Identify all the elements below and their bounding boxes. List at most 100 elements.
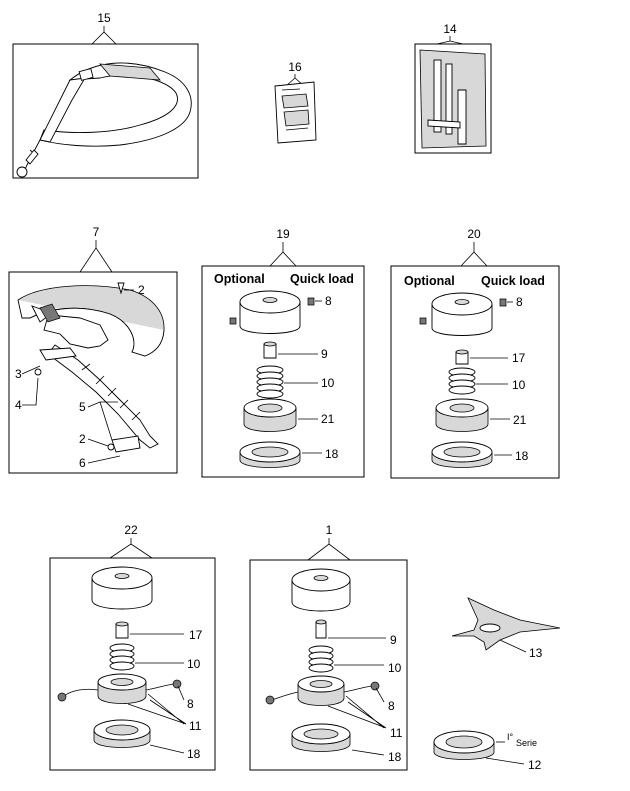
box-15 [12,43,199,179]
leader-14 [436,36,464,45]
part-number-13: 13 [529,646,543,660]
header-optional-19: Optional [214,272,265,286]
leader-22 [109,538,153,559]
spool-with-line-g22 [57,673,182,704]
leader-18-g22 [149,744,185,754]
spring-10-g20 [448,367,476,395]
leader-19 [269,242,297,267]
part-number-16: 16 [288,60,302,74]
base-18-g22 [93,719,151,748]
part-number-8-g20: 8 [516,295,523,309]
nut-9-g1 [315,621,327,639]
leader-11-g22 [127,693,187,725]
part-number-12: 12 [528,758,542,772]
part-number-10-g22: 10 [187,657,201,671]
part-number-6: 6 [79,456,86,470]
part-number-2-top: 2 [138,283,145,297]
leader-2b [87,438,109,447]
leader-11-g1 [327,695,387,729]
part-number-18-g1: 18 [388,750,402,764]
spring-10-g22 [109,643,135,671]
base-18-g19 [239,441,301,468]
part-number-7: 7 [93,225,100,239]
spring-10-g1 [308,645,334,673]
part-number-4: 4 [15,398,22,412]
tool-set-part [419,49,487,149]
leader-4 [22,377,39,406]
screw-2a [117,282,125,295]
part-number-18-g20: 18 [515,449,529,463]
part-number-10-g1: 10 [388,661,402,675]
button-knob-8-19 [307,297,315,306]
guard-part [17,285,165,453]
box-7 [8,271,178,474]
part-number-11-g22: 11 [189,719,202,733]
leader-6 [87,455,121,464]
part-number-8-g1: 8 [388,699,395,713]
shoulder-strap-part [16,62,192,178]
group-20-head: 20 Optional Quick load 8 17 10 [390,227,560,479]
part-number-8-g22: 8 [187,697,194,711]
part-number-8-g19: 8 [325,294,332,308]
box-14 [414,43,492,154]
part-number-15: 15 [97,11,111,25]
button-knob-20 [419,317,427,325]
part-number-11-g1: 11 [390,726,403,740]
part-number-2-bottom: 2 [79,432,86,446]
part-13-blade: 13 [451,597,561,660]
part-number-18-g19: 18 [325,447,339,461]
spool-with-line-g1 [265,675,380,706]
part-number-5: 5 [79,400,86,414]
part-number-14: 14 [443,22,457,36]
part-number-1: 1 [326,523,333,537]
header-quick-load-19: Quick load [290,272,354,286]
part-number-19: 19 [276,227,290,241]
manual-part [274,81,317,144]
part-12-flange: I° Serie 12 [433,730,542,772]
leader-15 [91,26,117,45]
spool-cover-19 [239,290,301,334]
part-number-17-g20: 17 [512,351,526,365]
serie-label: Serie [516,738,537,748]
leader-5 [87,401,118,441]
group-16-manual: 16 [274,60,317,144]
part-number-3: 3 [15,367,22,381]
button-knob-19 [229,317,237,325]
part-number-18-g22: 18 [187,747,201,761]
group-14-tool-set: 14 [414,22,492,154]
part-number-10-g19: 10 [321,376,335,390]
leader-8-g1 [375,687,385,703]
leader-7 [79,240,113,273]
button-knob-8-20 [499,298,507,307]
header-quick-load-20: Quick load [481,274,545,288]
group-19-head: 19 Optional Quick load 8 9 10 [201,227,365,478]
group-1-head: 1 9 10 8 11 [249,523,408,771]
box-22 [49,557,216,771]
group-22-head: 22 17 10 8 11 [49,523,216,771]
base-18-g20 [431,441,493,468]
leader-12 [485,757,525,765]
part-number-9-g1: 9 [390,633,397,647]
leader-18-g1 [351,749,385,756]
box-20 [390,265,560,479]
box-1 [249,559,408,771]
base-18-g1 [291,723,351,752]
leader-1 [307,538,351,561]
part-number-21-g19: 21 [321,412,335,426]
leader-20 [460,242,488,267]
spool-cover-20 [431,292,493,336]
part-number-9-g19: 9 [321,347,328,361]
spool-cover-g22 [91,566,153,610]
leader-3 [21,365,41,375]
group-7-guard: 7 2 3 4 5 2 6 [8,225,178,474]
spool-21-g20 [435,398,489,432]
group-15-shoulder-strap: 15 [12,11,199,179]
header-optional-20: Optional [404,274,455,288]
leader-8-g22 [177,685,185,701]
part-number-20: 20 [467,227,481,241]
leader-13 [499,639,527,653]
spool-21-g19 [243,398,297,432]
spring-10-g19 [256,365,284,399]
